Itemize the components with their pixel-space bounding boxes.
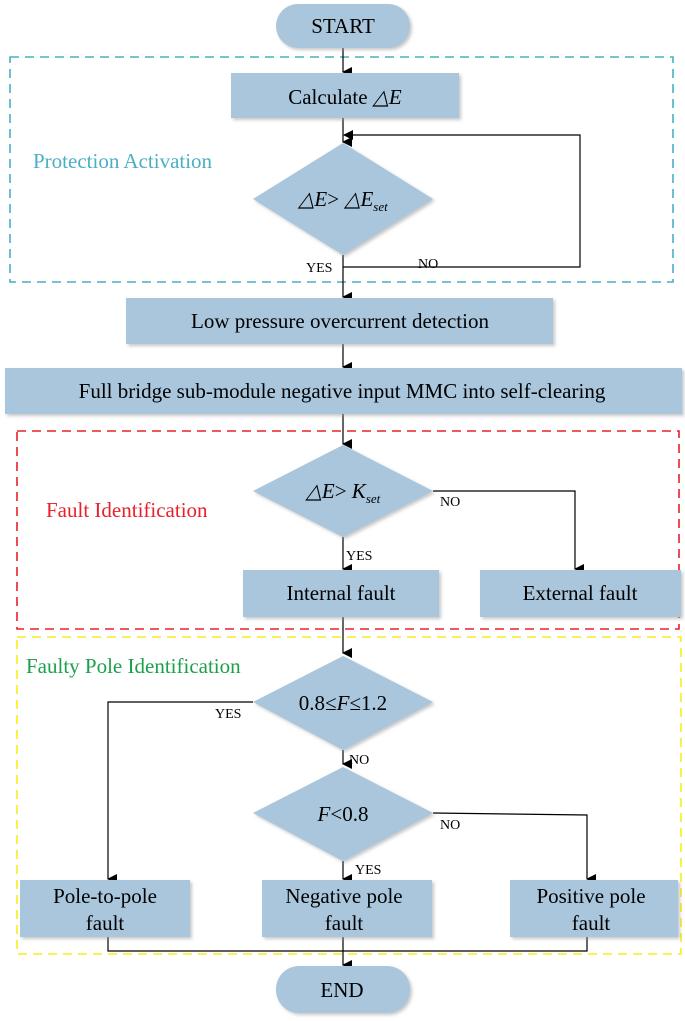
pole-to-pole-line1: Pole-to-pole <box>53 884 157 908</box>
calculate-label: Calculate △E <box>288 85 402 109</box>
node-calculate: Calculate △E <box>231 73 459 118</box>
edge-merge <box>107 937 588 952</box>
dec2-yes-label: YES <box>346 549 372 564</box>
end-label: END <box>320 978 363 1002</box>
decision-energy-threshold-label: △E> △Eset <box>297 187 388 214</box>
decision-k-threshold: △E> Kset <box>253 445 433 537</box>
fault-region-title: Fault Identification <box>46 498 208 522</box>
faulty-pole-region-title: Faulty Pole Identification <box>26 654 241 678</box>
decision-f-range: 0.8≤F≤1.2 <box>253 656 433 750</box>
dec3-yes-label: YES <box>215 707 241 722</box>
decision-f-less-label: F<0.8 <box>317 802 369 826</box>
protection-region-title: Protection Activation <box>33 149 213 173</box>
dec2-no-label: NO <box>440 495 460 510</box>
node-full-bridge: Full bridge sub-module negative input MM… <box>5 368 682 414</box>
node-positive-pole: Positive pole fault <box>510 880 678 937</box>
negative-pole-line2: fault <box>325 911 364 935</box>
negative-pole-line1: Negative pole <box>285 884 402 908</box>
dec4-yes-label: YES <box>355 863 381 878</box>
node-end: END <box>276 966 410 1013</box>
protection-region <box>9 56 674 283</box>
low-pressure-label: Low pressure overcurrent detection <box>191 309 489 333</box>
pole-to-pole-line2: fault <box>86 911 125 935</box>
edge-dec3-yes <box>107 701 253 884</box>
node-pole-to-pole: Pole-to-pole fault <box>20 880 190 937</box>
dec4-no-label: NO <box>440 818 460 833</box>
edge-dec4-no <box>432 812 596 884</box>
decision-energy-threshold: △E> △Eset <box>253 143 433 255</box>
edge-dec1-no-loop <box>343 130 581 268</box>
external-fault-label: External fault <box>523 581 638 605</box>
dec3-no-label: NO <box>349 753 369 768</box>
edge-dec2-no <box>433 490 584 574</box>
node-internal-fault: Internal fault <box>243 570 439 617</box>
node-external-fault: External fault <box>480 570 681 617</box>
positive-pole-line2: fault <box>572 911 611 935</box>
decision-k-threshold-label: △E> Kset <box>305 479 381 506</box>
decision-f-less: F<0.8 <box>253 767 433 861</box>
edges <box>107 48 596 970</box>
faulty-pole-region <box>16 636 682 955</box>
decision-f-range-label: 0.8≤F≤1.2 <box>299 691 387 715</box>
internal-fault-label: Internal fault <box>286 581 395 605</box>
node-start: START <box>276 4 410 48</box>
fault-identification-region <box>16 430 680 630</box>
node-negative-pole: Negative pole fault <box>262 880 432 937</box>
dec1-yes-label: YES <box>306 261 332 276</box>
node-low-pressure: Low pressure overcurrent detection <box>126 298 553 344</box>
positive-pole-line1: Positive pole <box>536 884 645 908</box>
dec1-no-label: NO <box>418 257 438 272</box>
full-bridge-label: Full bridge sub-module negative input MM… <box>79 379 606 403</box>
start-label: START <box>311 14 375 38</box>
